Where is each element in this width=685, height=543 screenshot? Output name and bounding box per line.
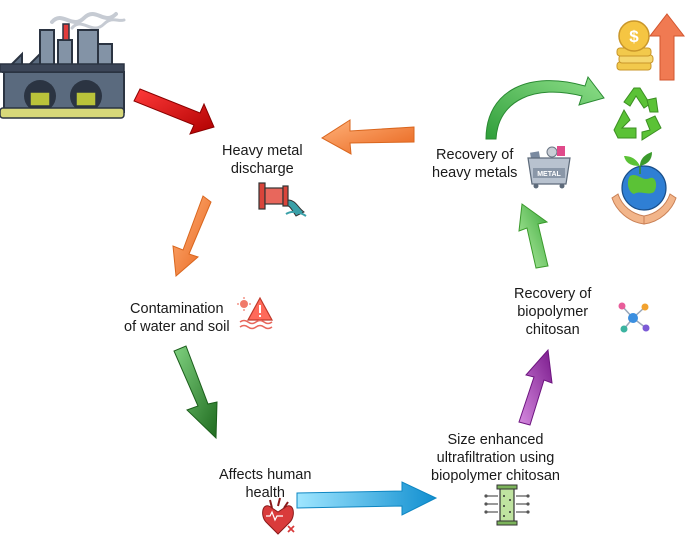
arrow-health-to-ultrafiltration — [296, 481, 438, 516]
node-line: health — [245, 485, 285, 501]
recycle-icon — [613, 87, 662, 141]
node-line: Contamination — [130, 301, 224, 317]
node-line: Size enhanced — [447, 432, 544, 448]
node-line: biopolymer — [517, 304, 589, 320]
node-heavy-metal-discharge: Heavy metal discharge — [222, 142, 303, 178]
human-heart-icon — [262, 497, 295, 535]
molecule-icon — [618, 302, 650, 333]
arrow-discharge-to-contamination — [172, 195, 212, 278]
money-growth-icon: $ — [616, 13, 685, 81]
node-recovery-heavy-metals: Recovery of heavy metals — [432, 146, 517, 182]
node-affects-human-health: Affects human health — [219, 466, 311, 502]
arrow-ultrafiltration-to-chitosan-recovery — [518, 348, 553, 426]
node-recovery-chitosan: Recovery of biopolymer chitosan — [514, 285, 591, 339]
arrow-contamination-to-health — [173, 345, 218, 440]
node-line: biopolymer chitosan — [431, 468, 560, 484]
metal-bin-icon: METAL — [527, 146, 571, 189]
node-line: Heavy metal — [222, 143, 303, 159]
arrow-chitosan-recovery-to-metal-recovery — [518, 203, 549, 269]
node-line: discharge — [230, 161, 294, 177]
node-contamination: Contamination of water and soil — [124, 300, 230, 336]
arrow-metal-recovery-to-benefits — [485, 75, 605, 140]
factory-icon — [0, 12, 126, 119]
node-line: Recovery of — [514, 286, 592, 302]
pipe-discharge-icon — [258, 182, 307, 217]
earth-hands-icon — [611, 152, 677, 225]
node-line: Affects human — [219, 467, 312, 483]
arrow-factory-to-discharge — [133, 88, 215, 135]
dollar-symbol: $ — [629, 27, 639, 46]
node-line: Recovery of — [436, 147, 514, 163]
filter-membrane-icon — [484, 484, 530, 526]
arrow-metal-recovery-to-discharge — [321, 119, 415, 155]
hazard-warning-icon — [237, 296, 274, 330]
node-line: ultrafiltration using — [436, 450, 555, 466]
node-line: heavy metals — [432, 165, 518, 181]
node-ultrafiltration: Size enhanced ultrafiltration using biop… — [431, 431, 560, 485]
node-line: of water and soil — [124, 319, 230, 335]
metal-bin-label: METAL — [537, 171, 561, 178]
node-line: chitosan — [525, 322, 580, 338]
